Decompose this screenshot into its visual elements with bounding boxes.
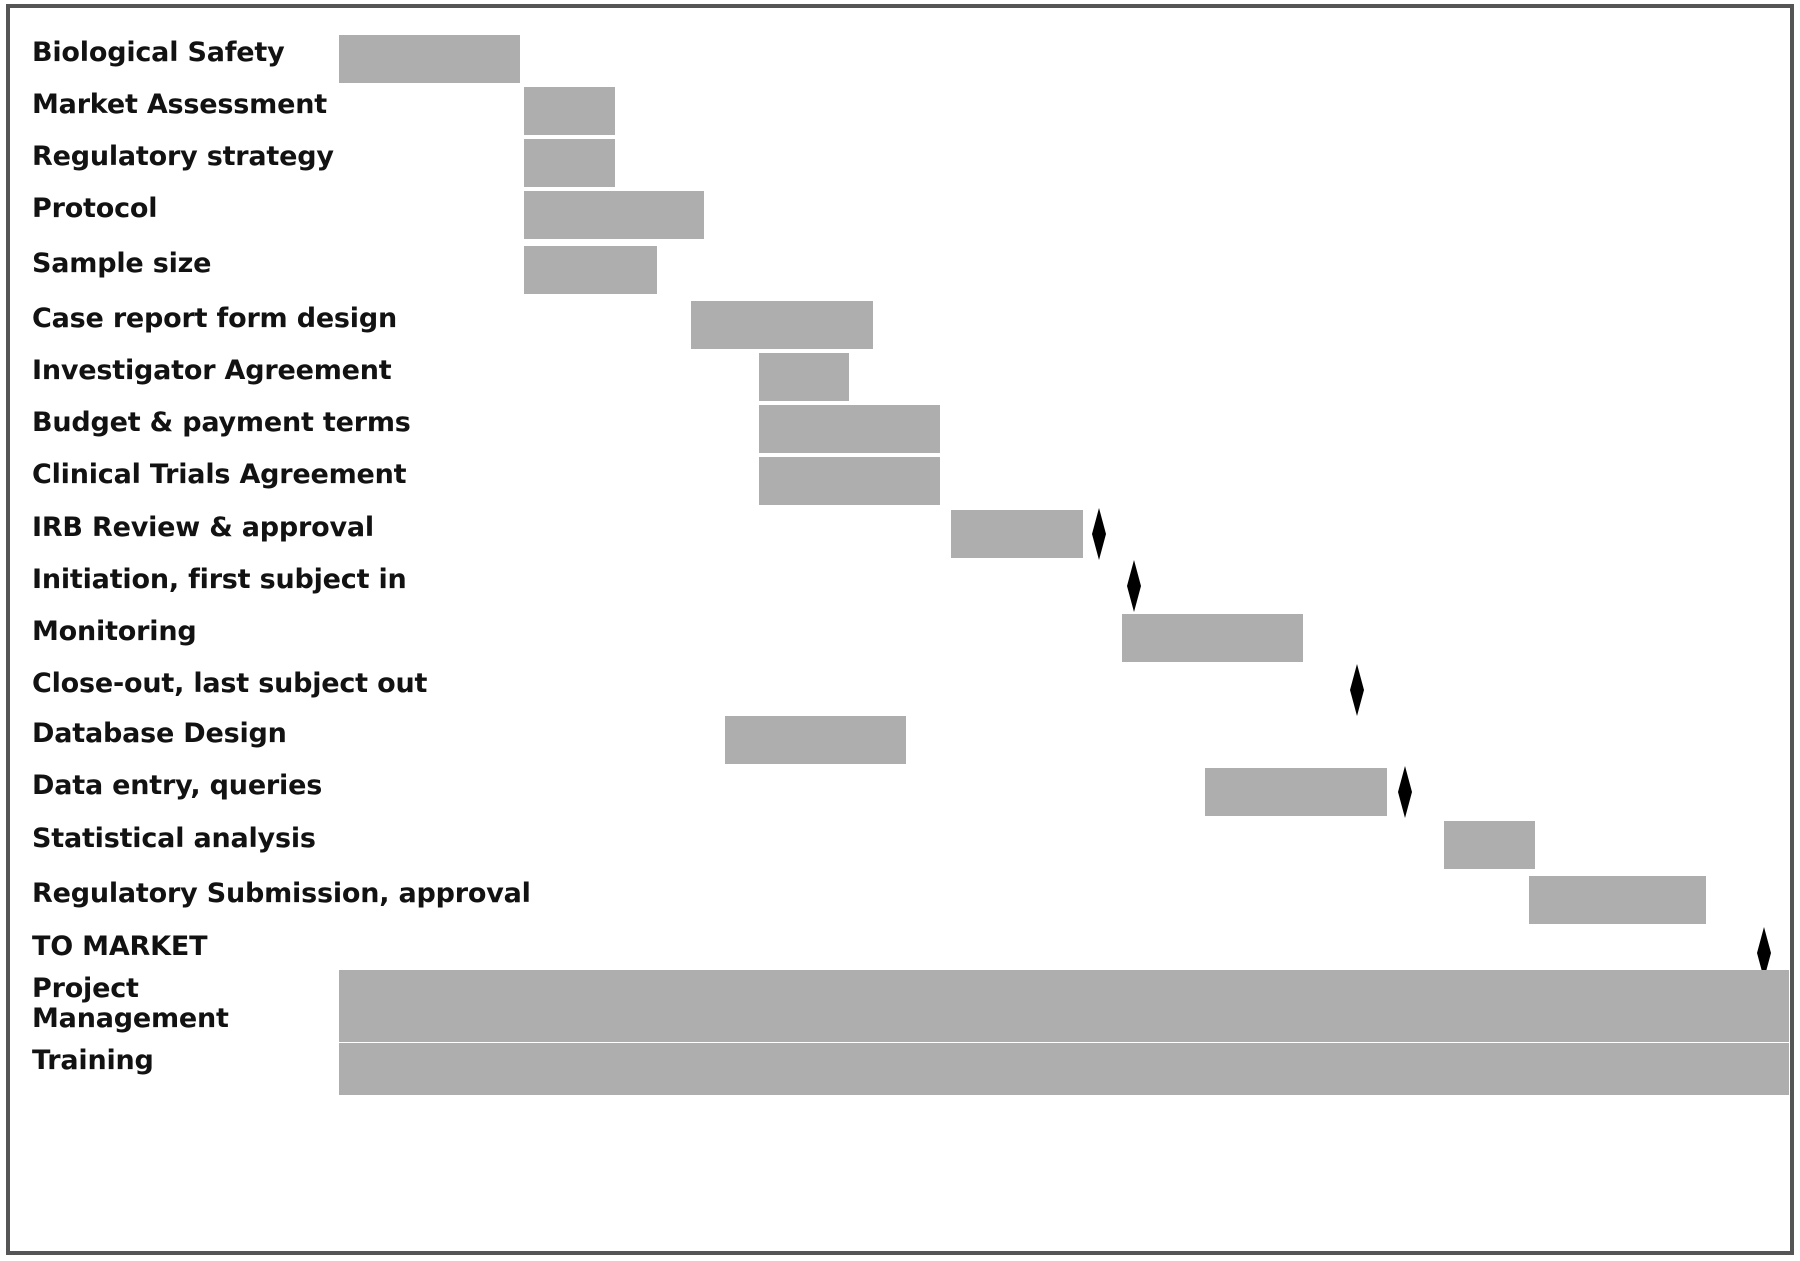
task-bar: [950, 510, 1083, 558]
task-bar: [758, 457, 941, 505]
task-label: Monitoring: [32, 616, 197, 647]
task-label: Sample size: [32, 248, 212, 279]
task-bar: [523, 246, 658, 294]
task-label: Investigator Agreement: [32, 355, 392, 386]
task-bar: [338, 970, 1790, 1042]
task-bar: [1529, 876, 1706, 924]
task-bar: [758, 353, 850, 401]
task-label: Database Design: [32, 718, 287, 749]
task-label: Data entry, queries: [32, 770, 323, 801]
gantt-row: Initiation, first subject in: [20, 560, 1800, 612]
gantt-row: Data entry, queries: [20, 766, 1800, 818]
gantt-row: Regulatory Submission, approval: [20, 875, 1800, 925]
task-label: Biological Safety: [32, 37, 285, 68]
task-bar: [523, 87, 615, 135]
task-bar: [1121, 614, 1304, 662]
task-label: Market Assessment: [32, 89, 327, 120]
gantt-row: Project Management: [20, 970, 1800, 1042]
task-label: Regulatory Submission, approval: [32, 878, 531, 909]
task-bar: [691, 301, 873, 349]
task-label: Close-out, last subject out: [32, 668, 428, 699]
task-label: Clinical Trials Agreement: [32, 459, 407, 490]
gantt-row: Clinical Trials Agreement: [20, 456, 1800, 506]
gantt-row: Statistical analysis: [20, 820, 1800, 870]
task-bar: [758, 405, 941, 453]
task-label: Training: [32, 1045, 154, 1076]
gantt-row: Budget & payment terms: [20, 404, 1800, 454]
gantt-row: Sample size: [20, 245, 1800, 295]
task-label: Project Management: [32, 973, 229, 1034]
task-label: Regulatory strategy: [32, 141, 334, 172]
gantt-row: Regulatory strategy: [20, 138, 1800, 188]
gantt-row: Protocol: [20, 190, 1800, 240]
task-label: Statistical analysis: [32, 823, 316, 854]
task-bar: [523, 191, 704, 239]
task-label: Case report form design: [32, 303, 398, 334]
task-bar: [338, 1043, 1790, 1095]
gantt-row: Biological Safety: [20, 34, 1800, 84]
gantt-row: Monitoring: [20, 613, 1800, 663]
task-bar: [1205, 768, 1388, 816]
gantt-row: IRB Review & approval: [20, 508, 1800, 560]
gantt-row: Training: [20, 1042, 1800, 1096]
task-bar: [338, 35, 521, 83]
task-label: Protocol: [32, 193, 158, 224]
task-bar: [1444, 821, 1535, 869]
task-bar: [523, 139, 615, 187]
gantt-row: Case report form design: [20, 300, 1800, 350]
gantt-row: Market Assessment: [20, 86, 1800, 136]
task-label: TO MARKET: [32, 931, 208, 962]
gantt-row: Investigator Agreement: [20, 352, 1800, 402]
gantt-row: Close-out, last subject out: [20, 664, 1800, 716]
gantt-row: Database Design: [20, 715, 1800, 765]
task-label: Initiation, first subject in: [32, 564, 407, 595]
gantt-row: TO MARKET: [20, 927, 1800, 979]
task-label: IRB Review & approval: [32, 512, 374, 543]
task-label: Budget & payment terms: [32, 407, 411, 438]
task-bar: [724, 716, 907, 764]
